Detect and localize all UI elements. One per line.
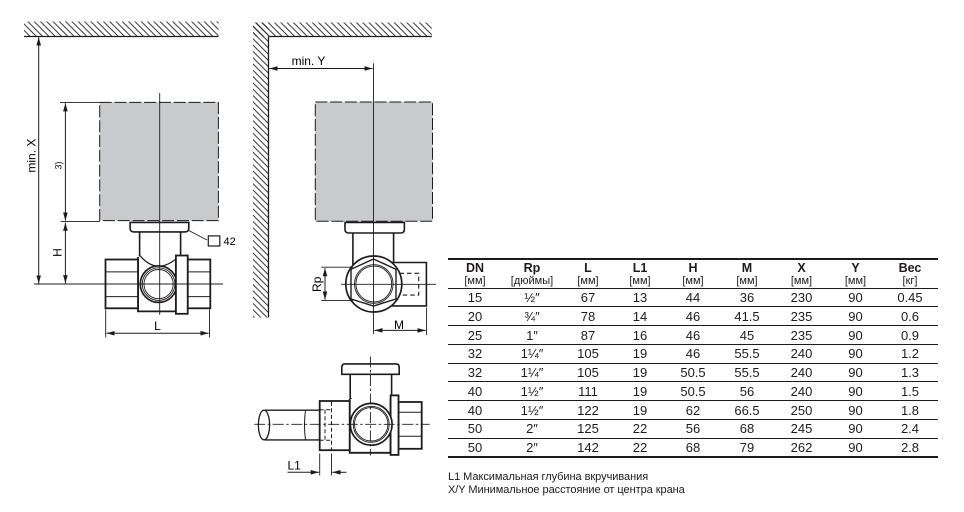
- svg-text:H: H: [51, 248, 65, 257]
- svg-text:L: L: [154, 319, 161, 333]
- svg-text:M: M: [394, 318, 404, 332]
- svg-text:Rp: Rp: [310, 276, 324, 292]
- svg-text:42: 42: [224, 236, 236, 248]
- svg-text:min. Y: min. Y: [292, 54, 326, 68]
- svg-text:L1: L1: [288, 458, 302, 472]
- svg-text:3): 3): [54, 161, 64, 169]
- svg-text:min. X: min. X: [25, 139, 39, 173]
